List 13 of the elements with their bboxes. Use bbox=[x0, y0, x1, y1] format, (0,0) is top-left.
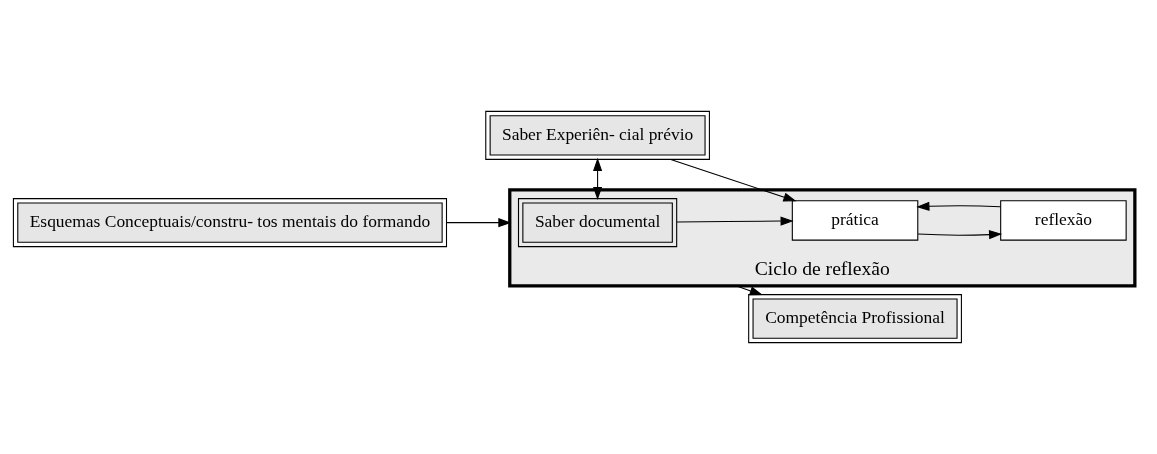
node-box: Saber documental bbox=[517, 198, 678, 248]
node-box: Esquemas Conceptuais/constru- tos mentais do formando bbox=[12, 198, 448, 248]
arrow bbox=[916, 201, 1002, 211]
arrow bbox=[670, 158, 797, 202]
arrow bbox=[676, 216, 794, 226]
node-box: prática bbox=[791, 200, 919, 241]
node-box: Competência Profissional bbox=[748, 294, 962, 344]
arrow bbox=[917, 230, 1003, 240]
node-box: reflexão bbox=[1000, 200, 1127, 241]
arrow bbox=[736, 285, 763, 296]
arrow bbox=[593, 157, 603, 201]
arrow bbox=[446, 218, 512, 228]
node-box: Saber Experiên- cial prévio bbox=[485, 110, 710, 160]
